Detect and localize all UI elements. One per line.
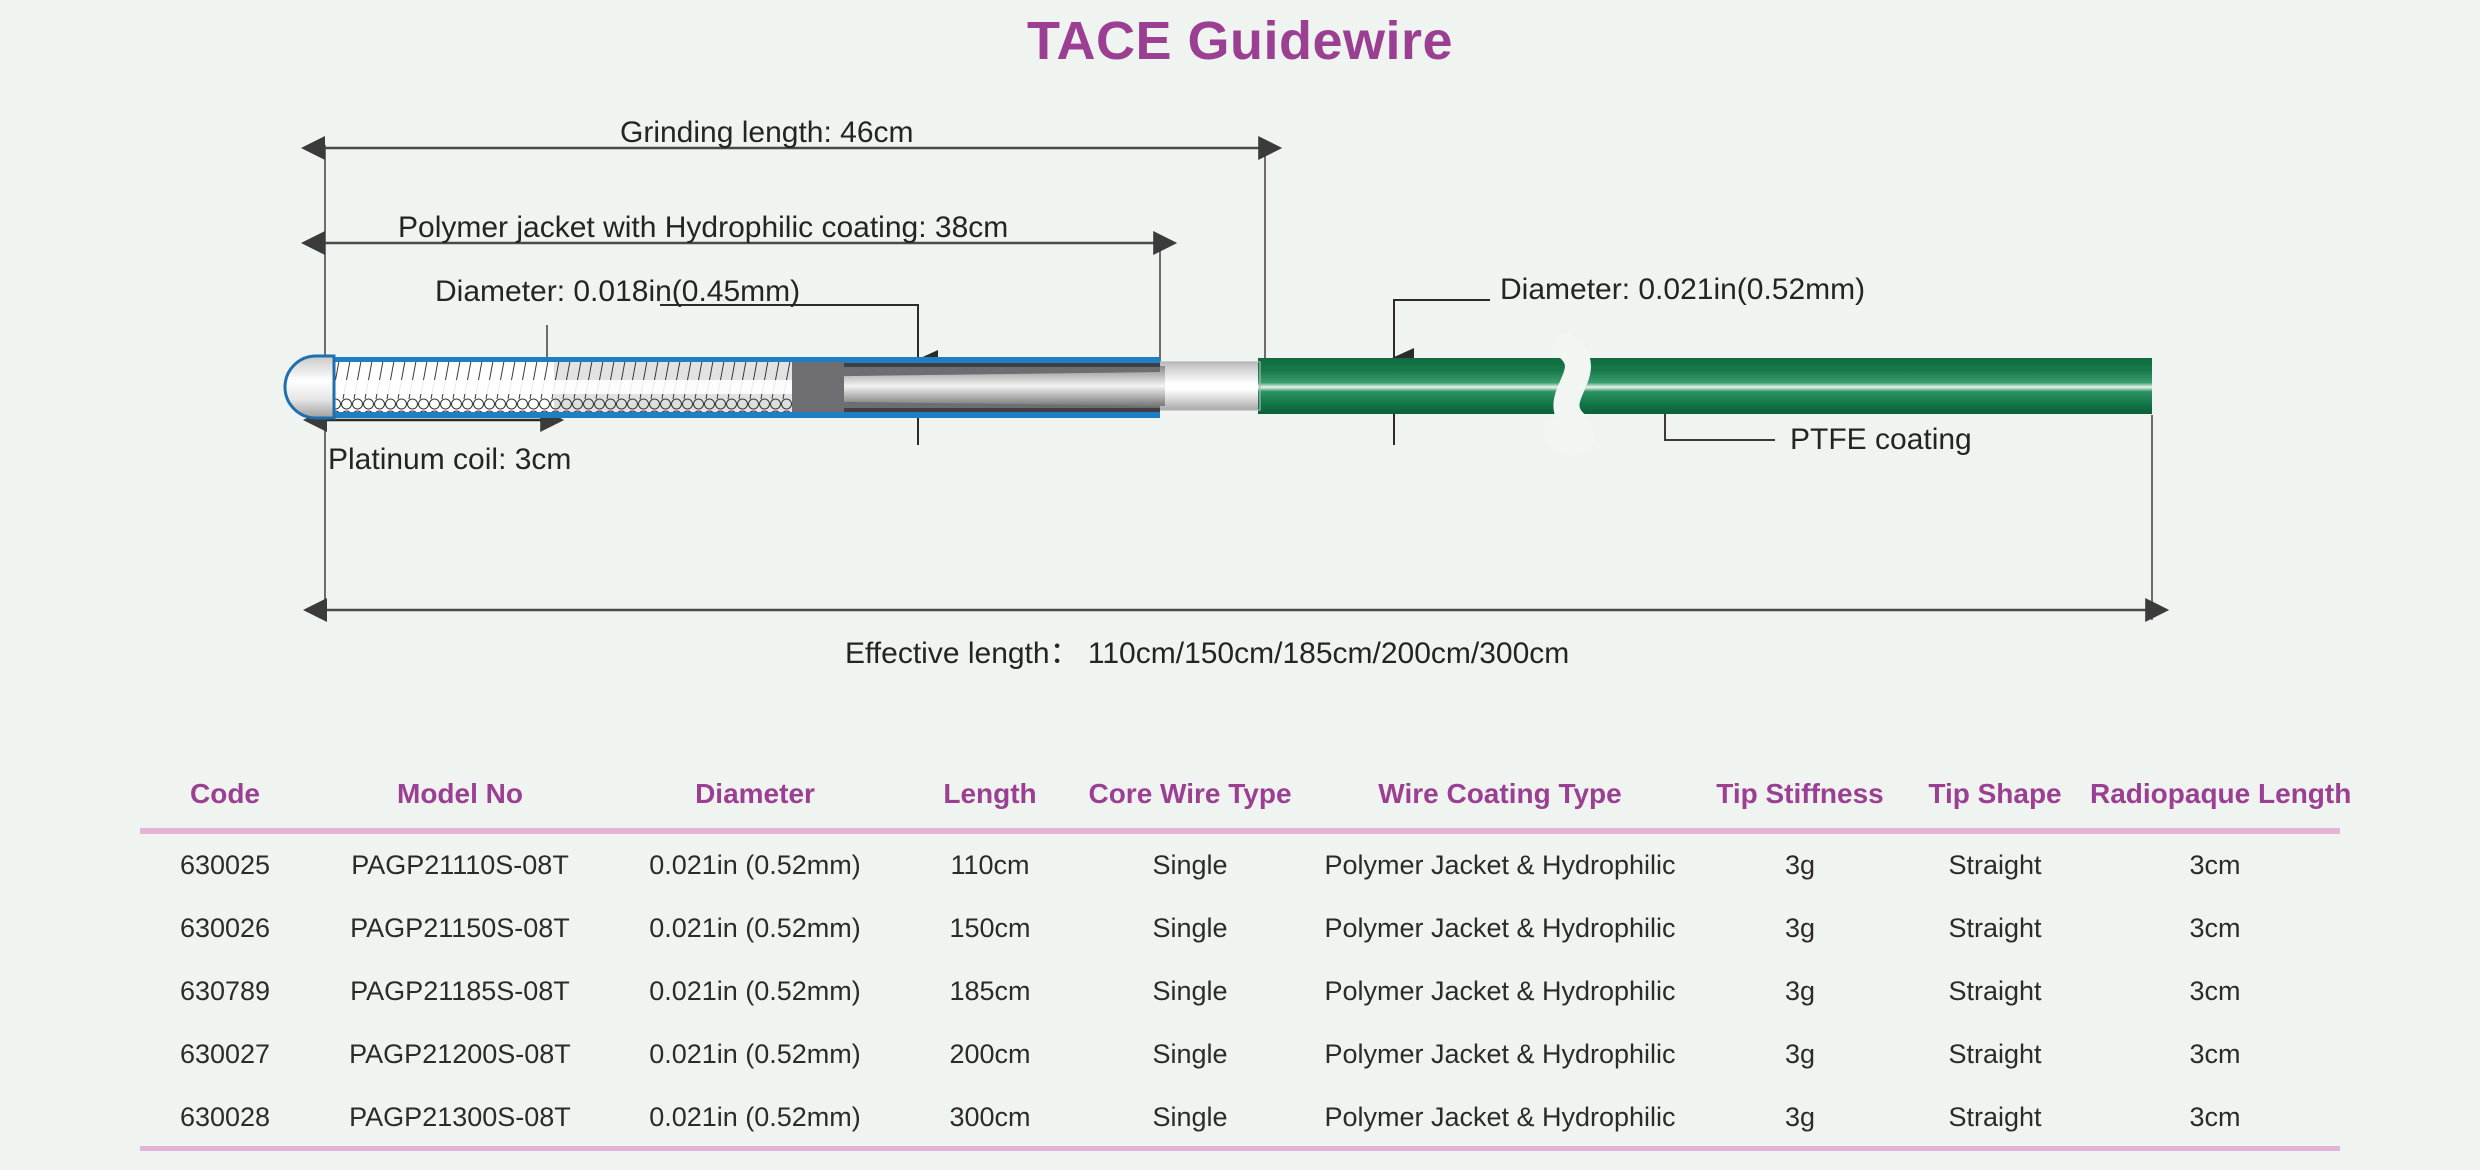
cell-radiopaque-length: 3cm (2189, 850, 2241, 880)
table-row: 630026 PAGP21150S-08T 0.021in (0.52mm) 150c… (140, 897, 2340, 960)
wire-body (283, 333, 2152, 456)
cell-wire-coating-type: Polymer Jacket & Hydrophilic (1324, 913, 1676, 943)
ptfe-green-shaft (1258, 358, 2152, 414)
break-symbol (1543, 333, 1595, 456)
table-row: 630028 PAGP21300S-08T 0.021in (0.52mm) 300c… (140, 1086, 2340, 1149)
cell-code: 630028 (179, 1102, 271, 1132)
cell-model-no: PAGP21185S-08T (350, 976, 570, 1006)
table-row: 630025 PAGP21110S-08T 0.021in (0.52mm) 110c… (140, 831, 2340, 897)
cell-diameter: 0.021in (0.52mm) (649, 1039, 861, 1069)
cell-core-wire-type: Single (1152, 850, 1228, 880)
table-row: 630027 PAGP21200S-08T 0.021in (0.52mm) 200c… (140, 1023, 2340, 1086)
cell-model-no: PAGP21150S-08T (350, 913, 570, 943)
cell-code: 630026 (179, 913, 271, 943)
cell-tip-shape: Straight (1948, 1102, 2042, 1132)
table-row: 630789 PAGP21185S-08T 0.021in (0.52mm) 185c… (140, 960, 2340, 1023)
diameter-distal-leader (660, 304, 938, 370)
label-ptfe-coating: PTFE coating (1790, 423, 1972, 456)
cell-radiopaque-length: 3cm (2189, 1102, 2241, 1132)
cell-wire-coating-type: Polymer Jacket & Hydrophilic (1324, 1039, 1676, 1069)
header-row: Code Model No Diameter Length Core Wire … (140, 770, 2352, 831)
cell-radiopaque-length: 3cm (2189, 1039, 2241, 1069)
label-platinum-coil: Platinum coil: 3cm (328, 443, 572, 476)
cell-core-wire-type: Single (1152, 1039, 1228, 1069)
cell-diameter: 0.021in (0.52mm) (649, 1102, 861, 1132)
cell-tip-stiffness: 3g (1784, 1102, 1816, 1132)
cell-code: 630025 (179, 850, 271, 880)
guidewire-diagram: Grinding length: 46cm Polymer jacket wit… (0, 110, 2480, 670)
cell-core-wire-type: Single (1152, 913, 1228, 943)
cell-model-no: PAGP21200S-08T (349, 1039, 571, 1069)
cell-wire-coating-type: Polymer Jacket & Hydrophilic (1324, 1102, 1676, 1132)
header-code: Code (190, 778, 260, 809)
cell-length: 150cm (949, 913, 1031, 943)
page-title: TACE Guidewire (1026, 11, 1454, 71)
header-tip-stiffness: Tip Stiffness (1716, 778, 1884, 809)
cell-wire-coating-type: Polymer Jacket & Hydrophilic (1324, 850, 1676, 880)
table-header: Code Model No Diameter Length Core Wire … (140, 770, 2352, 831)
hydrophilic-coating-bottom (330, 411, 1160, 418)
cell-tip-stiffness: 3g (1784, 913, 1816, 943)
header-wire-coating-type: Wire Coating Type (1378, 778, 1622, 809)
cell-core-wire-type: Single (1152, 1102, 1228, 1132)
header-core-wire-type: Core Wire Type (1088, 778, 1292, 809)
cell-tip-shape: Straight (1948, 850, 2042, 880)
cell-diameter: 0.021in (0.52mm) (649, 976, 861, 1006)
cell-radiopaque-length: 3cm (2189, 913, 2241, 943)
cell-wire-coating-type: Polymer Jacket & Hydrophilic (1324, 976, 1676, 1006)
label-grinding-length: Grinding length: 46cm (620, 116, 914, 149)
label-diameter-distal: Diameter: 0.018in(0.45mm) (435, 275, 801, 308)
guidewire-illustration (283, 136, 2170, 622)
specification-table: Code Model No Diameter Length Core Wire … (140, 770, 2352, 1149)
header-length: Length (943, 778, 1037, 809)
cell-model-no: PAGP21300S-08T (349, 1102, 571, 1132)
label-polymer-jacket: Polymer jacket with Hydrophilic coating:… (398, 211, 1009, 244)
header-diameter: Diameter (695, 778, 815, 809)
hydrophilic-coating-top (330, 357, 1160, 364)
cell-model-no: PAGP21110S-08T (351, 850, 569, 880)
cell-tip-shape: Straight (1948, 913, 2042, 943)
bottom-rule (140, 1146, 2340, 1151)
table-body: 630025 PAGP21110S-08T 0.021in (0.52mm) 110c… (140, 831, 2340, 1149)
cell-tip-stiffness: 3g (1784, 850, 1816, 880)
transition-segment (1160, 362, 1258, 410)
cell-length: 300cm (949, 1102, 1031, 1132)
cell-tip-shape: Straight (1948, 1039, 2042, 1069)
atraumatic-tip (283, 354, 336, 420)
cell-core-wire-type: Single (1152, 976, 1228, 1006)
cell-tip-stiffness: 3g (1784, 1039, 1816, 1069)
cell-radiopaque-length: 3cm (2189, 976, 2241, 1006)
spec-table-element: Code Model No Diameter Length Core Wire … (140, 770, 2352, 1149)
label-diameter-proximal: Diameter: 0.021in(0.52mm) (1500, 273, 1866, 306)
cell-diameter: 0.021in (0.52mm) (649, 913, 861, 943)
cell-length: 200cm (949, 1039, 1031, 1069)
label-effective-length: Effective length： 110cm/150cm/185cm/200c… (845, 637, 1570, 670)
header-radiopaque-length: Radiopaque Length (2090, 778, 2352, 809)
cell-code: 630027 (179, 1039, 271, 1069)
header-model-no: Model No (397, 778, 523, 809)
diameter-proximal-leader (1392, 299, 1490, 368)
cell-tip-shape: Straight (1948, 976, 2042, 1006)
cell-tip-stiffness: 3g (1784, 976, 1816, 1006)
cell-length: 185cm (949, 976, 1031, 1006)
header-tip-shape: Tip Shape (1928, 778, 2062, 809)
cell-length: 110cm (950, 850, 1030, 880)
cell-diameter: 0.021in (0.52mm) (649, 850, 861, 880)
cell-code: 630789 (179, 976, 271, 1006)
